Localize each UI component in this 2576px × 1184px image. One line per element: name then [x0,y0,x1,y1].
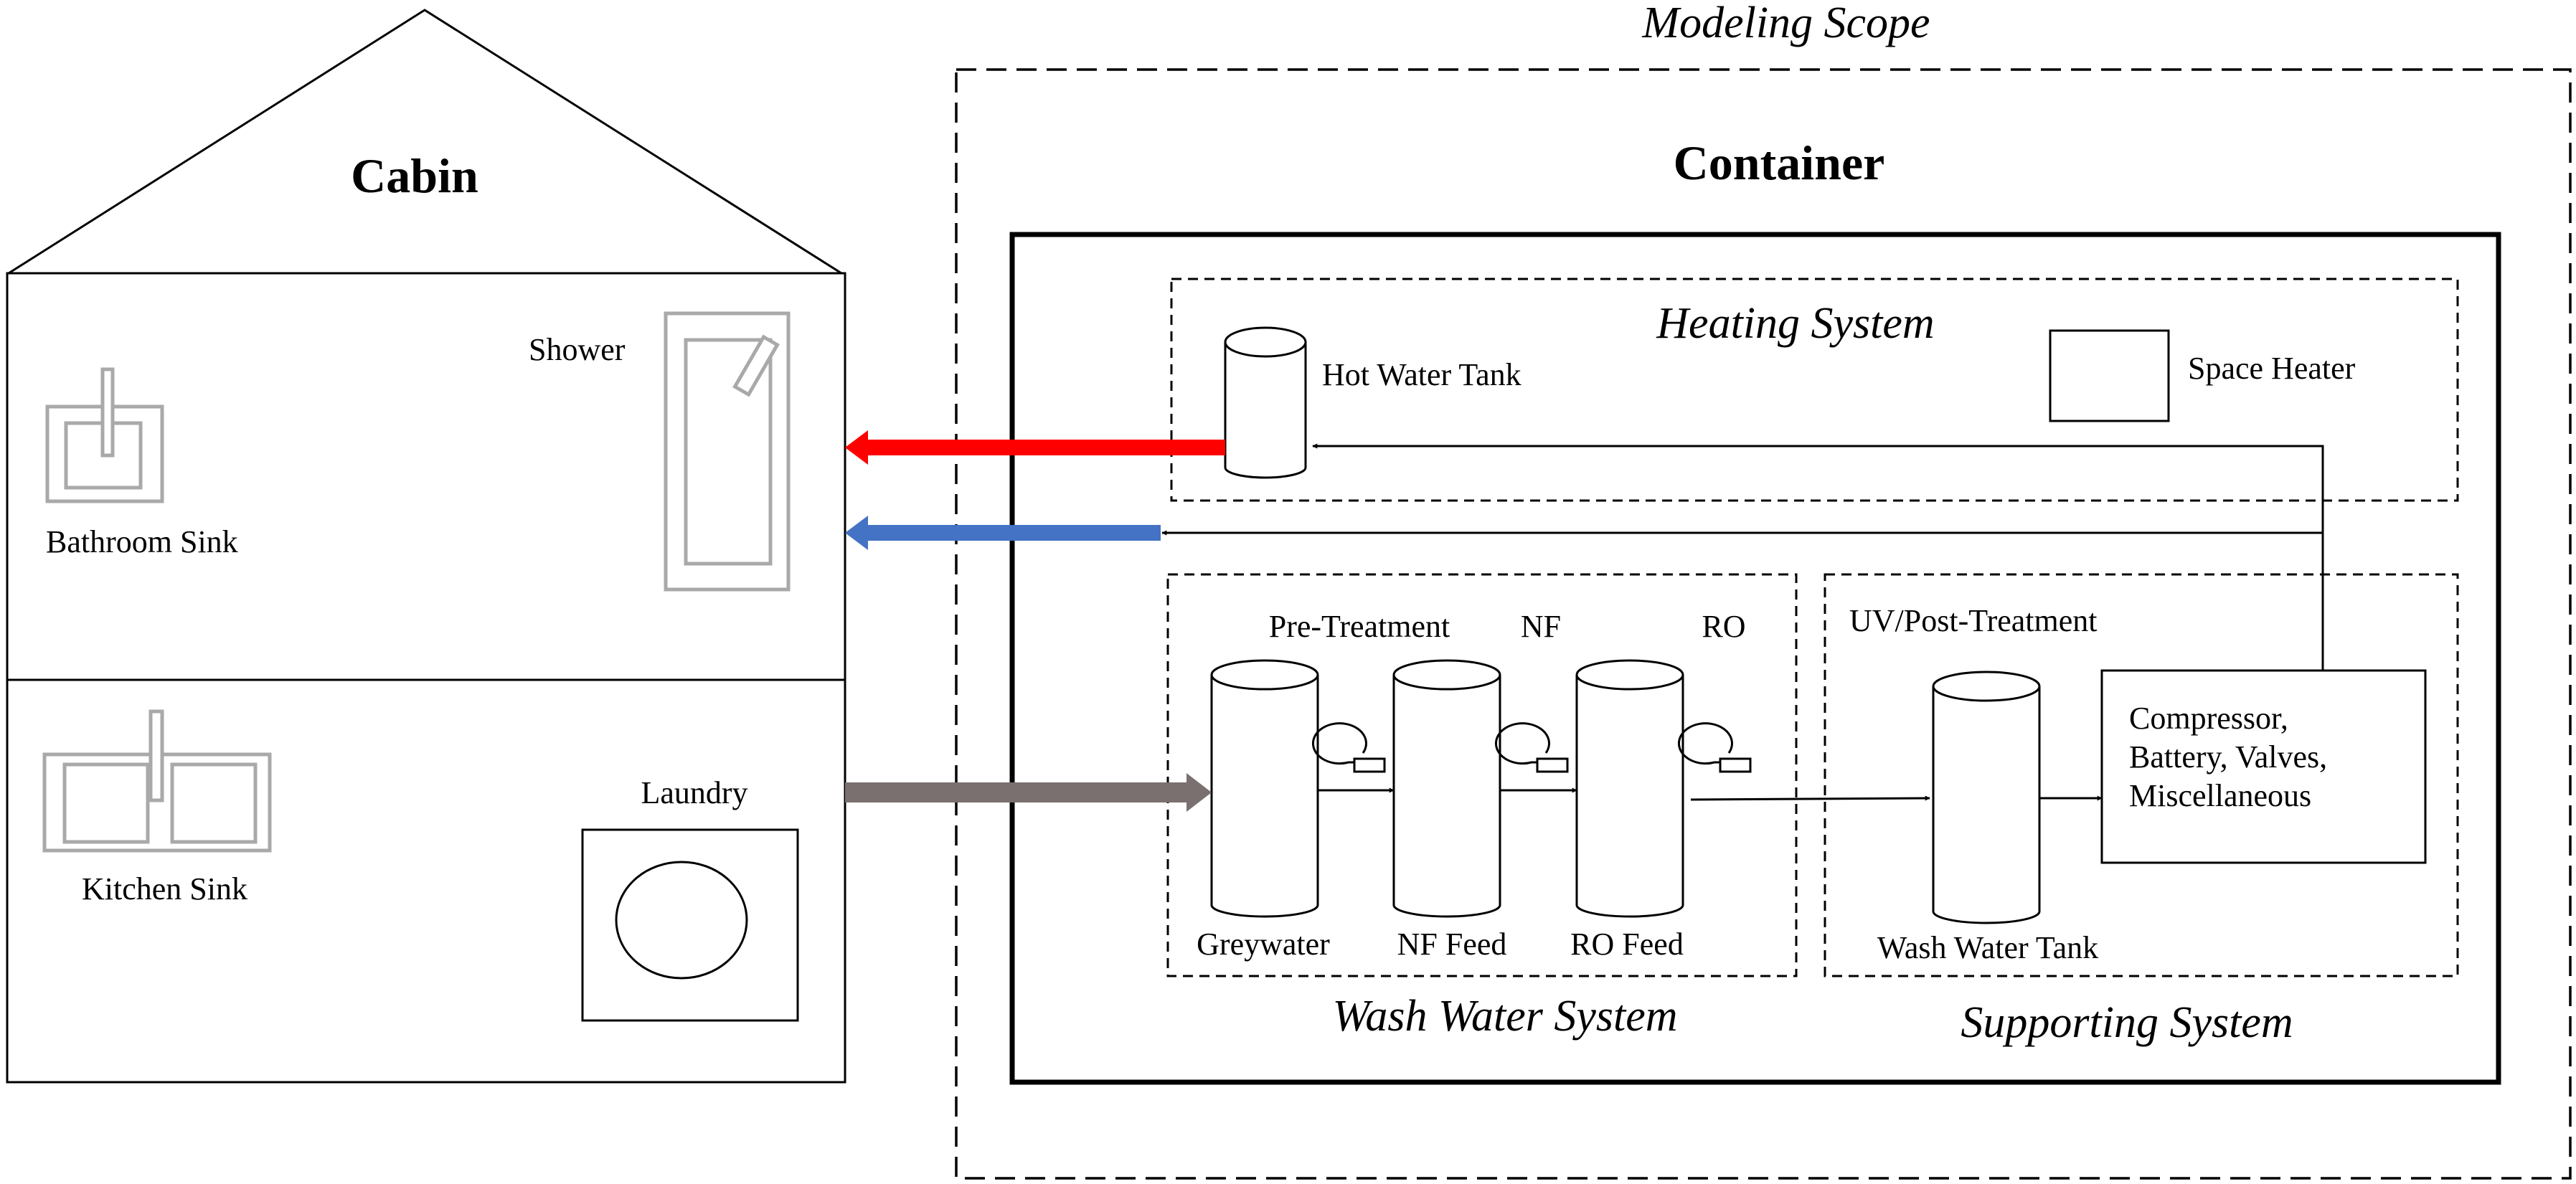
wash-water-tank-label: Wash Water Tank [1877,930,2098,965]
supporting-system-boundary [1824,573,2459,977]
washing-machine-icon [581,828,799,1022]
ro-feed-label: RO Feed [1570,927,1684,962]
wash-water-tank-icon [1932,671,2041,924]
bathroom-sink-label: Bathroom Sink [46,524,238,559]
wash-water-system-label: Wash Water System [1332,992,1677,1041]
hot-water-line-arrowhead [845,430,868,465]
kitchen-sink-label: Kitchen Sink [82,871,247,906]
cabin: Cabin Bathroom Sink Shower Kitchen Sink … [6,9,846,1084]
supporting-system-label: Supporting System [1961,998,2293,1047]
nf-feed-label: NF Feed [1397,927,1507,962]
laundry-label: Laundry [641,775,747,810]
compressor-label-line2: Battery, Valves, [2129,739,2327,775]
greywater-label: Greywater [1197,927,1330,962]
container-box [1009,232,2501,1085]
shower-icon [664,311,791,592]
container-title: Container [1674,136,1885,190]
pump-icon [1494,722,1569,773]
compressor-label-line3: Miscellaneous [2129,778,2311,813]
nf-feed-tank-icon [1392,659,1501,918]
supply-line-to-hot-water-tank [1312,443,2324,672]
shower-label: Shower [529,332,626,367]
modeling-scope-label: Modeling Scope [1641,0,1930,47]
modeling-scope-boundary [955,68,2572,1180]
pump-icon [1677,722,1752,773]
cold-water-line-arrowhead [845,516,868,550]
wash-water-system-boundary [1166,573,1798,977]
heating-system-label: Heating System [1656,299,1934,348]
uv-post-treatment-label: UV/Post-Treatment [1849,603,2098,638]
greywater-line-arrowhead [1186,773,1212,812]
hot-water-tank-icon [1224,326,1307,479]
kitchen-sink-icon [42,709,272,853]
nf-label: NF [1521,609,1561,644]
pre-treatment-label: Pre-Treatment [1269,609,1450,644]
space-heater-icon [2049,329,2170,422]
flow-arrow-ro-to-wash-tank [1690,795,1930,801]
compressor-label-line1: Compressor, [2129,701,2288,736]
hot-water-tank-label: Hot Water Tank [1322,357,1521,392]
pump-icon [1311,722,1386,773]
cabin-roof [8,9,842,275]
heating-system-boundary [1170,278,2459,502]
greywater-tank-icon [1210,659,1319,918]
cabin-title: Cabin [351,148,478,203]
ro-label: RO [1702,609,1745,644]
cabin-body [6,272,846,1084]
space-heater-label: Space Heater [2188,351,2356,386]
ro-feed-tank-icon [1575,659,1684,918]
bathroom-sink-icon [45,367,164,503]
